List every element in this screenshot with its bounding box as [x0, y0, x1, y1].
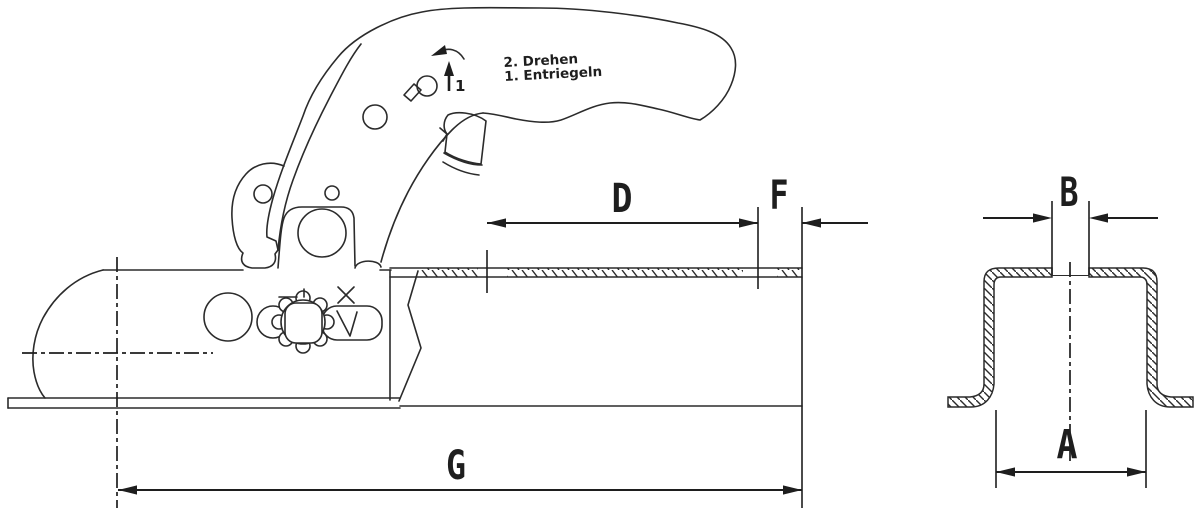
lever-rear-edge — [277, 43, 362, 251]
socket-circle — [297, 208, 347, 258]
tube-hatching-2 — [507, 268, 743, 277]
unlock-arrow-head — [444, 61, 454, 76]
rotation-arrow-head — [431, 45, 447, 56]
nut-tick-marks — [278, 288, 305, 298]
dim-b-label: B — [1060, 170, 1079, 216]
x-mark — [337, 286, 355, 304]
dim-f-label: F — [770, 173, 789, 219]
safety-latch-claw — [443, 111, 487, 165]
dimension-f: F — [757, 173, 868, 289]
channel-left-wall — [947, 267, 1053, 408]
channel-right-wall — [1088, 267, 1194, 408]
centerlines — [22, 257, 213, 508]
castellated-nut — [271, 290, 335, 354]
drawbar-tube — [389, 267, 803, 407]
dimension-a: A — [995, 410, 1147, 488]
instruction-step1: 1. Entriegeln — [504, 64, 603, 85]
dim-d-label: D — [612, 176, 633, 222]
dim-g-label: G — [446, 443, 466, 489]
latch-strap-lower — [442, 161, 480, 176]
nut-bar-vee — [336, 310, 358, 337]
cross-section-view: B A — [947, 170, 1194, 488]
latch-strap-upper — [443, 152, 483, 166]
dimension-d: D — [486, 176, 758, 293]
dimension-g: G — [118, 443, 802, 495]
handle-lever-path — [265, 6, 737, 251]
body-dome-edge — [380, 112, 484, 263]
small-hole-above-socket — [324, 185, 340, 201]
ball-socket-opening — [277, 185, 382, 269]
instruction-text: 2. Drehen 1. Entriegeln — [503, 51, 603, 85]
locking-nut-assembly — [256, 286, 383, 354]
base-flange — [7, 397, 401, 409]
instruction-step2: 2. Drehen — [503, 51, 578, 71]
nut-inner-face — [284, 302, 323, 344]
body-hole — [362, 104, 388, 130]
body-cast-break-edge — [398, 270, 422, 402]
release-pin-stub — [403, 83, 422, 102]
coupling-body — [32, 75, 487, 402]
dim-a-label: A — [1057, 422, 1078, 468]
pivot-bracket — [231, 162, 285, 269]
body-front-curve — [32, 269, 104, 399]
lower-body-hole — [203, 292, 253, 342]
pivot-bracket-outline — [231, 162, 285, 269]
socket-foot — [354, 260, 382, 269]
handle-outline — [265, 6, 737, 251]
socket-arch — [277, 206, 356, 269]
pivot-hole — [253, 184, 273, 204]
side-view: 1 2. Drehen 1. Entriegeln D F — [7, 6, 868, 508]
dimension-b: B — [983, 170, 1158, 275]
unlock-instructions: 1 2. Drehen 1. Entriegeln — [431, 45, 603, 95]
step-marker: 1 — [455, 77, 465, 95]
tube-hatching-3 — [777, 268, 801, 277]
tube-hatching-1 — [420, 268, 478, 277]
